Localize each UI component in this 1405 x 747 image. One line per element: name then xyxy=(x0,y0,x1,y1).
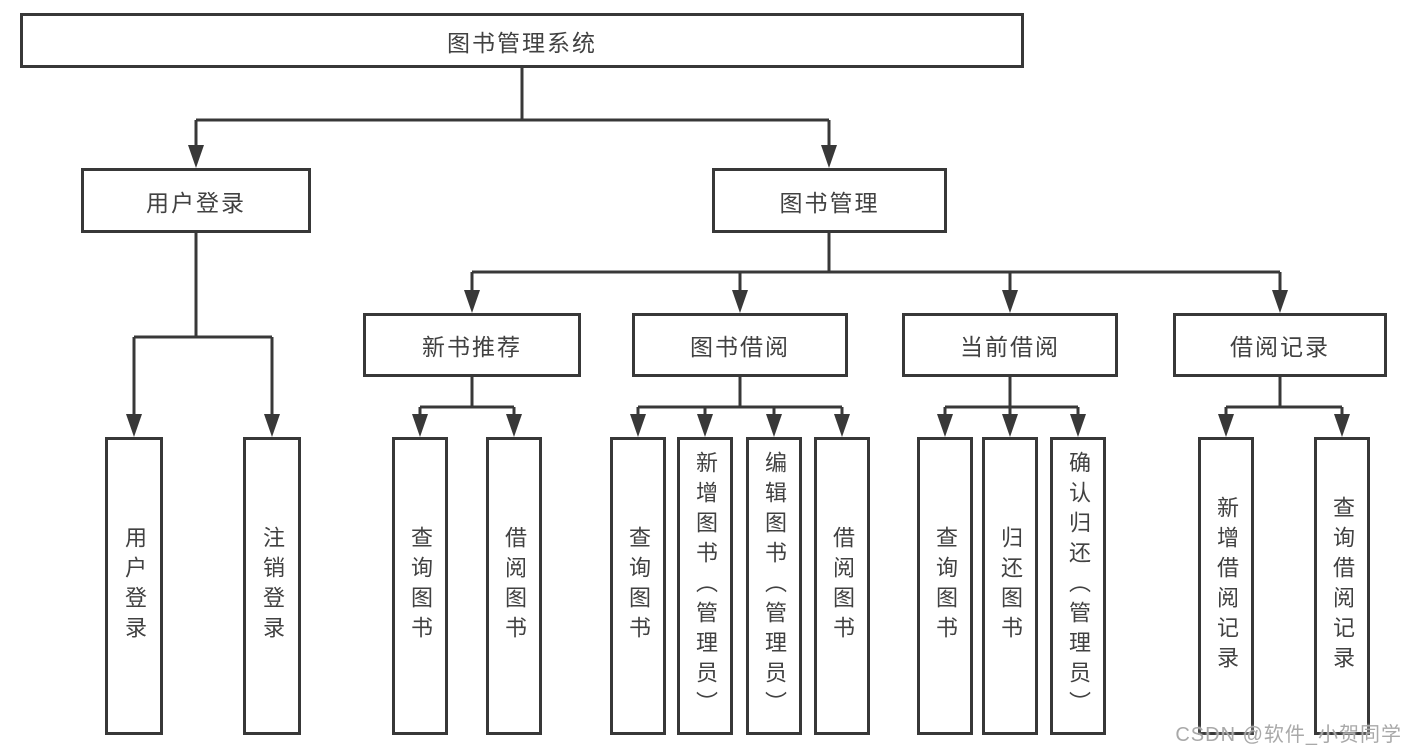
node-label: 注销登录 xyxy=(260,526,285,646)
node-label: 借阅图书 xyxy=(830,526,855,646)
csdn-watermark: CSDN @软件_小贺同学 xyxy=(1175,724,1402,746)
leaf-add-books-admin: 新增图书（管理员） xyxy=(677,437,733,735)
node-label: 新增借阅记录 xyxy=(1214,496,1239,676)
node-current-borrow: 当前借阅 xyxy=(902,313,1118,377)
leaf-query-books-current: 查询图书 xyxy=(917,437,973,735)
leaf-query-books-borrow: 查询图书 xyxy=(610,437,666,735)
node-label: 图书借阅 xyxy=(690,334,790,360)
node-label: 查询图书 xyxy=(626,526,651,646)
node-borrow-records: 借阅记录 xyxy=(1173,313,1387,377)
node-label: 确认归还（管理员） xyxy=(1066,451,1091,721)
node-label: 用户登录 xyxy=(122,526,147,646)
node-label: 归还图书 xyxy=(998,526,1023,646)
node-new-book-recommend: 新书推荐 xyxy=(363,313,581,377)
node-label: 编辑图书（管理员） xyxy=(762,451,787,721)
node-book-management: 图书管理 xyxy=(712,168,947,233)
leaf-query-borrow-record: 查询借阅记录 xyxy=(1314,437,1370,735)
node-label: 查询图书 xyxy=(408,526,433,646)
node-book-borrow: 图书借阅 xyxy=(632,313,848,377)
leaf-user-login: 用户登录 xyxy=(105,437,163,735)
leaf-return-books: 归还图书 xyxy=(982,437,1038,735)
node-label: 图书管理 xyxy=(779,189,880,216)
leaf-borrow-books-recommend: 借阅图书 xyxy=(486,437,542,735)
leaf-edit-books-admin: 编辑图书（管理员） xyxy=(746,437,802,735)
node-label: 图书管理系统 xyxy=(447,29,597,56)
node-label: 新书推荐 xyxy=(422,334,522,360)
leaf-add-borrow-record: 新增借阅记录 xyxy=(1198,437,1254,735)
node-user-login: 用户登录 xyxy=(81,168,311,233)
leaf-borrow-books: 借阅图书 xyxy=(814,437,870,735)
node-label: 用户登录 xyxy=(146,189,246,216)
node-label: 当前借阅 xyxy=(960,334,1060,360)
node-root-library-system: 图书管理系统 xyxy=(20,13,1024,68)
node-label: 借阅图书 xyxy=(502,526,527,646)
node-label: 借阅记录 xyxy=(1230,334,1330,360)
node-label: 查询借阅记录 xyxy=(1330,496,1355,676)
leaf-confirm-return-admin: 确认归还（管理员） xyxy=(1050,437,1106,735)
leaf-query-books-recommend: 查询图书 xyxy=(392,437,448,735)
node-label: 新增图书（管理员） xyxy=(693,451,718,721)
leaf-logout: 注销登录 xyxy=(243,437,301,735)
node-label: 查询图书 xyxy=(933,526,958,646)
arrowheads xyxy=(126,145,1350,437)
